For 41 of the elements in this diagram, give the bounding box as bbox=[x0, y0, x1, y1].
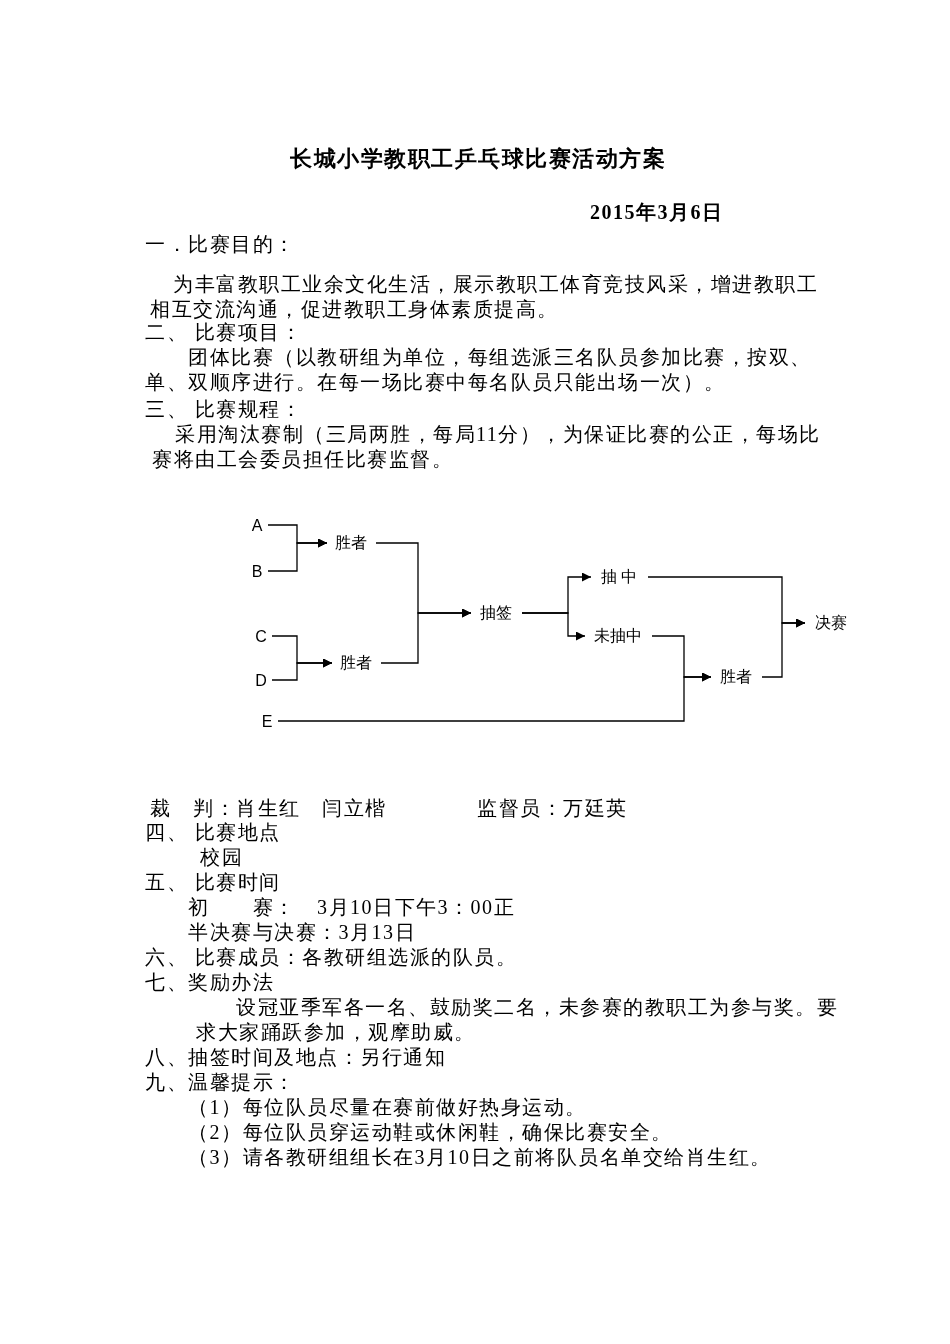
section-heading: 六、 比赛成员：各教研组选派的队员。 bbox=[145, 945, 518, 970]
bracket-label: C bbox=[252, 626, 270, 646]
date-text: 2015年3月6日 bbox=[590, 200, 725, 225]
paragraph: 为丰富教职工业余文化生活，展示教职工体育竞技风采，增进教职工相互交流沟通，促进教职工身体素质提高。 bbox=[150, 272, 819, 322]
bracket-label: 未抽中 bbox=[586, 625, 650, 647]
bracket-arrow bbox=[521, 612, 586, 641]
section-heading: 一．比赛目的： bbox=[145, 232, 297, 257]
bracket-label: D bbox=[252, 670, 270, 690]
bracket-label: 抽 中 bbox=[592, 566, 646, 588]
section-heading: 七、奖励办法 bbox=[145, 970, 275, 995]
section-heading: 八、抽签时间及地点：另行通知 bbox=[145, 1045, 447, 1070]
bracket-arrow bbox=[380, 608, 472, 664]
bracket-arrow bbox=[267, 538, 328, 572]
tip-text: （3）请各教研组组长在3月10日之前将队员名单交给肖生红。 bbox=[188, 1145, 773, 1170]
bracket-label: 胜者 bbox=[712, 666, 760, 688]
schedule-text: 半决赛与决赛：3月13日 bbox=[188, 920, 417, 945]
section-heading: 四、 比赛地点 bbox=[145, 820, 282, 845]
bracket-arrow bbox=[271, 658, 333, 681]
bracket-label: B bbox=[248, 561, 266, 581]
schedule-text: 初 赛： 3月10日下午3：00正 bbox=[188, 895, 516, 920]
section-heading: 九、温馨提示： bbox=[145, 1070, 297, 1095]
section-heading: 三、 比赛规程： bbox=[145, 397, 303, 422]
supervisor-text: 监督员：万廷英 bbox=[477, 796, 629, 821]
bracket-label: 抽签 bbox=[472, 602, 520, 624]
tip-text: （1）每位队员尽量在赛前做好热身运动。 bbox=[188, 1095, 588, 1120]
bracket-label: 胜者 bbox=[328, 532, 374, 554]
paragraph: 采用淘汰赛制（三局两胜，每局11分），为保证比赛的公正，每场比赛将由工会委员担任比赛监督。 bbox=[152, 422, 822, 472]
referee-text: 裁 判：肖生红 闫立楷 bbox=[150, 796, 388, 821]
venue-text: 校园 bbox=[200, 845, 244, 870]
paragraph: 设冠亚季军各一名、鼓励奖二名，未参赛的教职工为参与奖。要求大家踊跃参加，观摩助威。 bbox=[196, 995, 839, 1045]
bracket-label: 胜者 bbox=[333, 652, 379, 674]
bracket-label: 决赛 bbox=[806, 612, 856, 634]
bracket-label: E bbox=[258, 711, 276, 731]
section-heading: 二、 比赛项目： bbox=[145, 320, 303, 345]
bracket-arrow bbox=[277, 672, 712, 722]
tip-text: （2）每位队员穿运动鞋或休闲鞋，确保比赛安全。 bbox=[188, 1120, 674, 1145]
document-title: 长城小学教职工乒乓球比赛活动方案 bbox=[290, 146, 666, 171]
section-heading: 五、 比赛时间 bbox=[145, 870, 282, 895]
paragraph: 团体比赛（以教研组为单位，每组选派三名队员参加比赛，按双、单、双顺序进行。在每一场比赛中每名队员只能出场一次）。 bbox=[145, 345, 813, 395]
bracket-arrow bbox=[761, 618, 806, 678]
bracket-label: A bbox=[248, 515, 266, 535]
